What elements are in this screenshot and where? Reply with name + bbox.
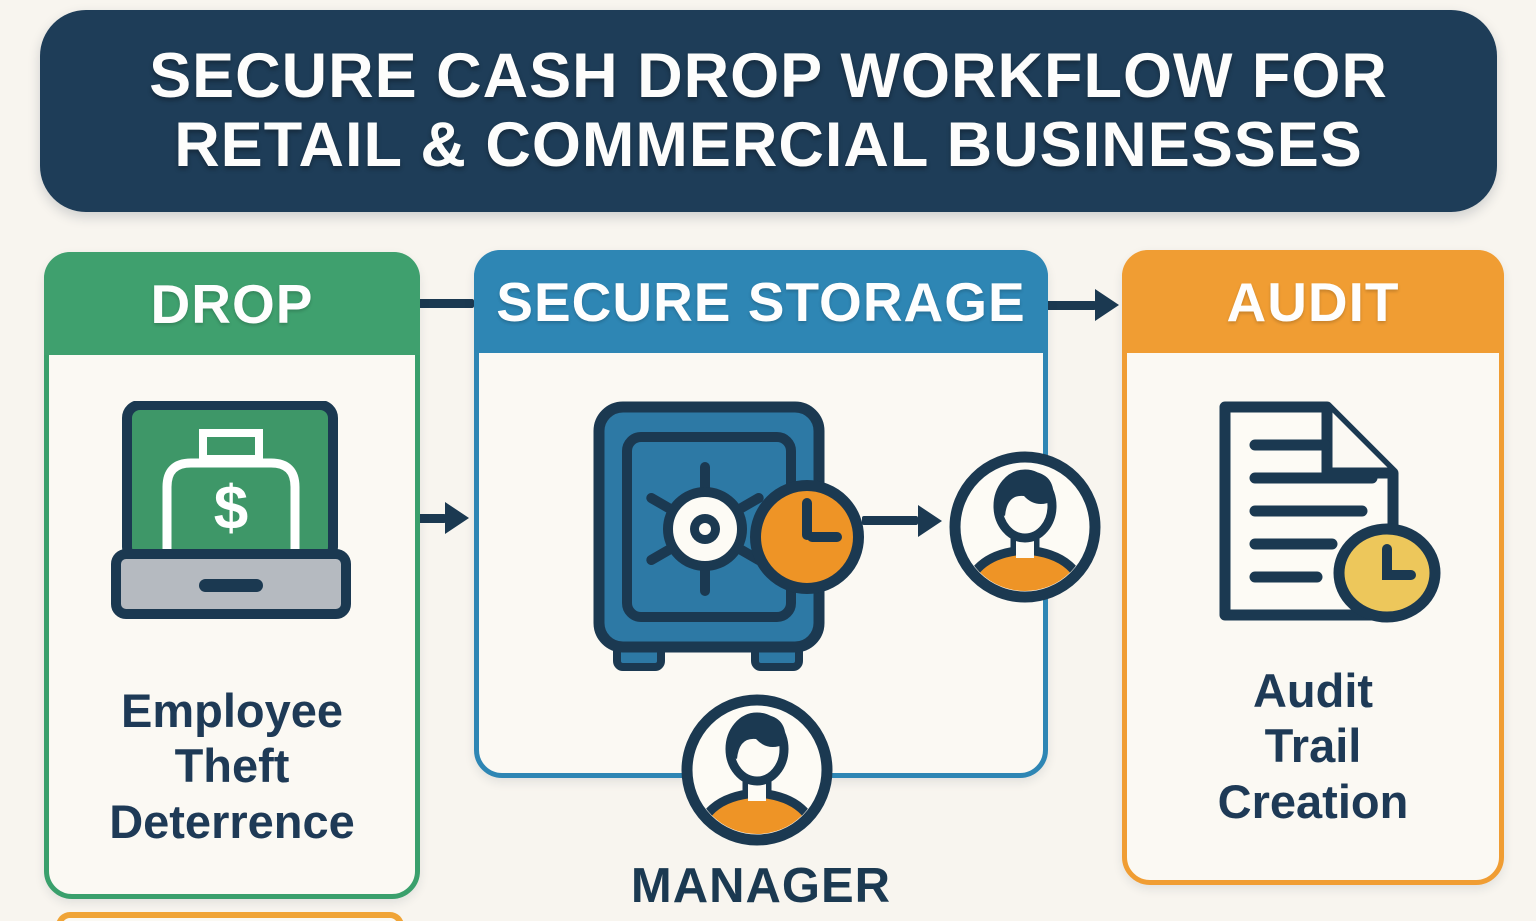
- arrow-drop-storage-line: [410, 514, 446, 523]
- manager-label: MANAGER: [630, 859, 892, 913]
- audit-document-icon: [1219, 401, 1441, 623]
- arrow-clock-person-line: [862, 516, 918, 525]
- employee-avatar-icon: [949, 451, 1101, 603]
- stage-audit: AUDIT Audit Trail Creation: [1122, 250, 1504, 885]
- title-line-1: SECURE CASH DROP WORKFLOW FOR: [149, 40, 1388, 111]
- clock-hand-hour: [807, 532, 842, 542]
- stage-drop: DROP $ Employee Theft Deterrence: [44, 252, 420, 899]
- next-box-partial: [56, 912, 404, 921]
- arrow-storage-audit-line: [1040, 301, 1096, 310]
- connector-drop-storage-top: [410, 299, 474, 308]
- stage-secure-storage: SECURE STORAGE: [474, 250, 1101, 913]
- arrow-drop-storage-head: [445, 502, 469, 534]
- arrow-clock-person-head: [918, 505, 942, 537]
- clock-hand-minute: [802, 498, 812, 540]
- title-banner: SECURE CASH DROP WORKFLOW FOR RETAIL & C…: [40, 10, 1497, 212]
- currency-symbol: $: [214, 474, 248, 543]
- time-lock-clock-icon: [750, 480, 864, 594]
- stage-audit-header: AUDIT: [1122, 250, 1504, 353]
- stage-audit-caption: Audit Trail Creation: [1217, 664, 1409, 828]
- arrow-storage-audit-head: [1095, 289, 1119, 321]
- stage-drop-header: DROP: [44, 252, 420, 355]
- manager-avatar-icon: [681, 694, 833, 846]
- document-text-lines: [1249, 439, 1378, 583]
- stage-drop-caption: Employee Theft Deterrence: [109, 684, 355, 848]
- stage-storage-header: SECURE STORAGE: [474, 250, 1048, 353]
- cash-drop-box-icon: $: [111, 401, 351, 619]
- title-line-2: RETAIL & COMMERCIAL BUSINESSES: [174, 110, 1363, 180]
